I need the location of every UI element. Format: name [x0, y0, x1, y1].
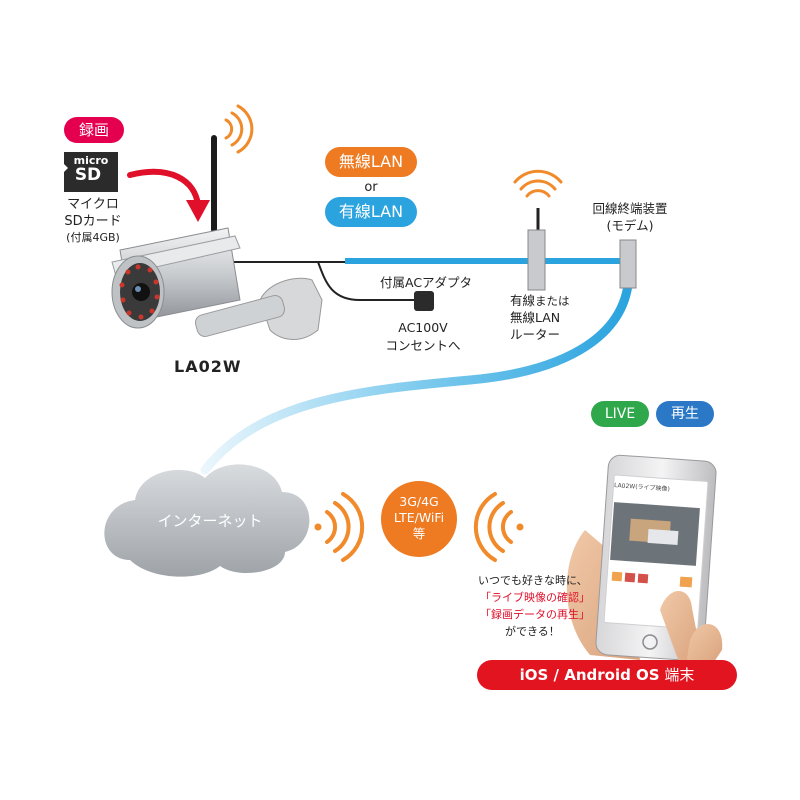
phone-message-line4: ができる！ [505, 625, 560, 638]
insert-arrow-icon [127, 168, 201, 208]
device-banner-rest: 端末 [664, 666, 695, 684]
modem-icon [619, 239, 637, 289]
wired-lan-pill: 有線LAN [325, 197, 417, 227]
sd-card-main-text: SD [74, 165, 102, 185]
phone-message-line2: 「ライブ映像の確認」 [480, 591, 590, 604]
hand-holding-phone-icon [566, 454, 723, 665]
router-line2: 無線LAN [510, 310, 561, 325]
wireless-lan-pill: 無線LAN [325, 147, 417, 177]
outlet-line2: コンセントへ [385, 338, 461, 353]
sd-caption-line1: マイクロ [67, 197, 119, 212]
internet-cloud-icon [104, 464, 310, 577]
router-line3: ルーター [510, 327, 561, 342]
sd-card-top-text: micro [73, 154, 109, 167]
phone-message-line1: いつでも好きな時に、 [478, 574, 588, 587]
internet-label: インターネット [157, 512, 263, 530]
sd-caption-line3: (付属4GB) [66, 231, 120, 244]
playback-pill: 再生 [656, 401, 714, 427]
adapter-label: 付属ACアダプタ [380, 275, 473, 290]
router-line1-text: 有線 [510, 293, 536, 308]
live-pill: LIVE [591, 401, 649, 427]
router-line1: 有線または [510, 293, 570, 309]
mobile-network-line1: 3G/4G [399, 494, 439, 509]
signal-waves-right-icon [473, 492, 524, 562]
mobile-network-circle [381, 481, 457, 557]
microsd-card-icon [64, 152, 118, 192]
phone-message-line3: 「録画データの再生」 [480, 608, 590, 621]
outlet-line1: AC100V [398, 320, 448, 335]
cable-to-internet [200, 280, 633, 475]
router-wifi-icon [513, 169, 563, 198]
adapter-cord [317, 261, 415, 301]
or-label: or [364, 180, 378, 195]
ac-adapter-icon [414, 291, 434, 311]
device-banner: iOS / Android OS 端末 [477, 660, 737, 690]
modem-line1: 回線終端装置 [592, 201, 668, 216]
camera-model-label: LA02W [174, 357, 242, 376]
record-badge: 録画 [64, 117, 124, 143]
camera-wifi-icon [224, 104, 254, 154]
sd-caption-line2: SDカード [64, 214, 122, 229]
camera-icon [111, 135, 323, 340]
signal-waves-left-icon [314, 492, 365, 562]
device-banner-bold: iOS / Android OS [519, 666, 660, 684]
mobile-network-line3: 等 [412, 526, 426, 541]
router-small-text: または [535, 294, 570, 308]
modem-line2: (モデム) [606, 218, 654, 233]
mobile-network-line2: LTE/WiFi [393, 510, 445, 525]
router-icon [527, 208, 546, 291]
